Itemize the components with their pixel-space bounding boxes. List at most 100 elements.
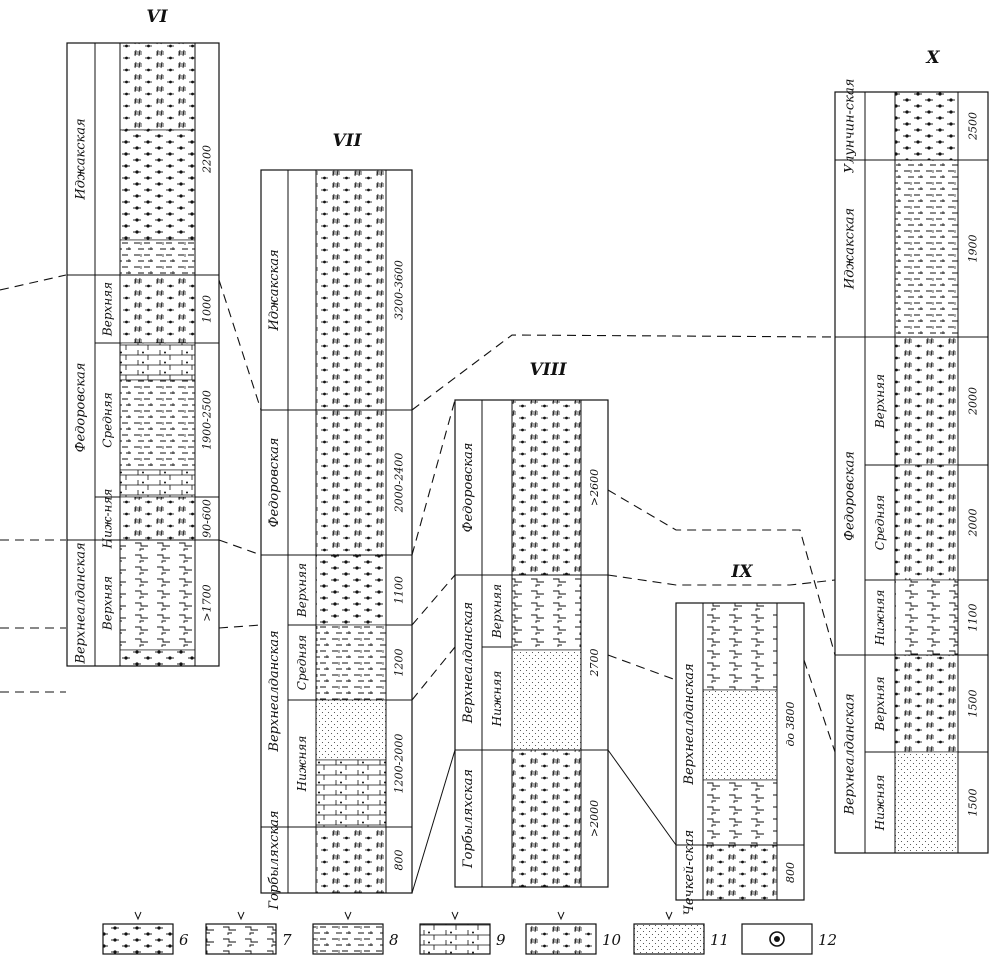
suite-label: Верхнеалданская bbox=[461, 602, 476, 724]
lithology-layer bbox=[316, 700, 386, 760]
correlation-line bbox=[412, 575, 455, 625]
correlation-line bbox=[412, 400, 455, 555]
thickness-label: 1900-2500 bbox=[201, 390, 214, 450]
lithology-layer bbox=[895, 160, 958, 337]
lithology-layer bbox=[895, 337, 958, 465]
subsuite-label: Верхняя bbox=[101, 282, 115, 337]
suite-label: Федоровская bbox=[843, 451, 858, 541]
thickness-label: 1200 bbox=[393, 649, 406, 677]
lithology-layer bbox=[895, 655, 958, 752]
legend-swatch bbox=[420, 924, 490, 954]
legend-number: 6 bbox=[179, 931, 189, 949]
subsuite-label: Верхняя bbox=[873, 676, 887, 731]
lithology-layer bbox=[120, 240, 195, 275]
legend-item-10: 10 bbox=[526, 912, 622, 954]
suite-label: Горбыляхская bbox=[461, 769, 476, 869]
suite-label: Улунчин-ская bbox=[843, 79, 858, 174]
check-mark-icon bbox=[345, 912, 351, 919]
lithology-layer bbox=[316, 170, 386, 410]
lithology-layer bbox=[703, 780, 777, 845]
section-numeral: IX bbox=[730, 562, 753, 582]
legend-number: 10 bbox=[602, 931, 622, 949]
check-mark-icon bbox=[238, 912, 244, 919]
suite-label: Верхнеалданская bbox=[843, 693, 858, 815]
lithology-layer bbox=[512, 400, 581, 575]
legend-item-9: 9 bbox=[420, 912, 506, 954]
lithology-layer bbox=[512, 750, 581, 887]
thickness-label: 2200 bbox=[201, 145, 214, 174]
thickness-label: 3200-3600 bbox=[393, 260, 406, 320]
section-numeral: VIII bbox=[529, 360, 567, 380]
lithology-layer bbox=[120, 343, 195, 380]
lithology-layer bbox=[120, 130, 195, 240]
thickness-label: 1100 bbox=[393, 576, 406, 604]
legend-swatch bbox=[103, 924, 173, 954]
lithology-layer bbox=[316, 760, 386, 827]
suite-label: Чечкей-ская bbox=[682, 830, 697, 915]
legend-number: 12 bbox=[818, 931, 837, 949]
thickness-label: 1000 bbox=[201, 295, 214, 323]
legend-item-8: 8 bbox=[313, 912, 399, 954]
subsuite-label: Средняя bbox=[101, 392, 115, 447]
check-mark-icon bbox=[135, 912, 141, 919]
subsuite-label: Нижняя bbox=[873, 775, 887, 832]
suite-label: Верхнеалданская bbox=[74, 542, 89, 664]
correlation-line bbox=[219, 625, 261, 628]
subsuite-label: Верхняя bbox=[873, 374, 887, 429]
legend-swatch bbox=[634, 924, 704, 954]
suite-label: Верхнеалданская bbox=[682, 663, 697, 785]
lithology-layer bbox=[895, 580, 958, 655]
lithology-layer bbox=[316, 410, 386, 555]
thickness-label: 2000-2400 bbox=[393, 453, 406, 514]
lithology-layer bbox=[703, 845, 777, 900]
section-column-x: X Улунчин-скаяИджакскаяФедоровскаяВерхнеа… bbox=[835, 48, 988, 853]
thickness-label: 2000 bbox=[967, 387, 980, 416]
thickness-label: 1500 bbox=[967, 690, 980, 718]
legend-number: 11 bbox=[710, 931, 729, 949]
lithology-layer bbox=[512, 575, 581, 650]
subsuite-label: Нижняя bbox=[873, 590, 887, 647]
subsuite-label: Ниж-няя bbox=[101, 489, 115, 550]
correlation-line bbox=[219, 540, 261, 555]
correlation-line bbox=[412, 647, 455, 700]
subsuite-label: Средняя bbox=[873, 495, 887, 550]
legend-number: 8 bbox=[389, 931, 399, 949]
check-mark-icon bbox=[666, 912, 672, 919]
lithology-layer bbox=[895, 465, 958, 580]
lithology-layer bbox=[120, 380, 195, 470]
lithology-layer bbox=[120, 540, 195, 650]
lithology-layer bbox=[316, 555, 386, 625]
subsuite-label: Нижняя bbox=[295, 736, 309, 793]
lithology-layer bbox=[895, 752, 958, 853]
thickness-label: >2600 bbox=[588, 469, 601, 506]
suite-label: Иджакская bbox=[843, 208, 858, 290]
section-numeral: VI bbox=[146, 7, 168, 27]
lithology-layer bbox=[512, 650, 581, 750]
lithology-layer bbox=[316, 827, 386, 893]
thickness-label: 1100 bbox=[967, 604, 980, 632]
lithology-layer bbox=[120, 43, 195, 130]
correlation-line bbox=[412, 750, 455, 893]
legend-swatch bbox=[313, 924, 383, 954]
thickness-label: 2500 bbox=[967, 112, 980, 141]
correlation-line bbox=[608, 575, 835, 585]
legend-item-12: 12 bbox=[742, 924, 837, 954]
thickness-label: >1700 bbox=[201, 584, 214, 621]
suite-label: Иджакская bbox=[74, 118, 89, 200]
lithology-layer bbox=[895, 92, 958, 160]
section-numeral: X bbox=[925, 48, 940, 68]
subsuite-label: Верхняя bbox=[490, 584, 504, 639]
thickness-label: >2000 bbox=[588, 800, 601, 837]
check-mark-icon bbox=[452, 912, 458, 919]
section-column-viii: VIIIФедоровскаяВерхнеалданскаяГорбыляхск… bbox=[455, 360, 608, 887]
correlation-line bbox=[219, 280, 261, 410]
thickness-label: 800 bbox=[393, 850, 406, 871]
lithology-layer bbox=[120, 275, 195, 343]
subsuite-label: Нижняя bbox=[490, 671, 504, 728]
fossil-icon-core bbox=[774, 936, 780, 942]
correlation-line bbox=[608, 655, 676, 680]
suite-label: Верхнеалданская bbox=[267, 630, 282, 752]
subsuite-label: Верхняя bbox=[295, 563, 309, 618]
lithology-layer bbox=[120, 497, 195, 540]
